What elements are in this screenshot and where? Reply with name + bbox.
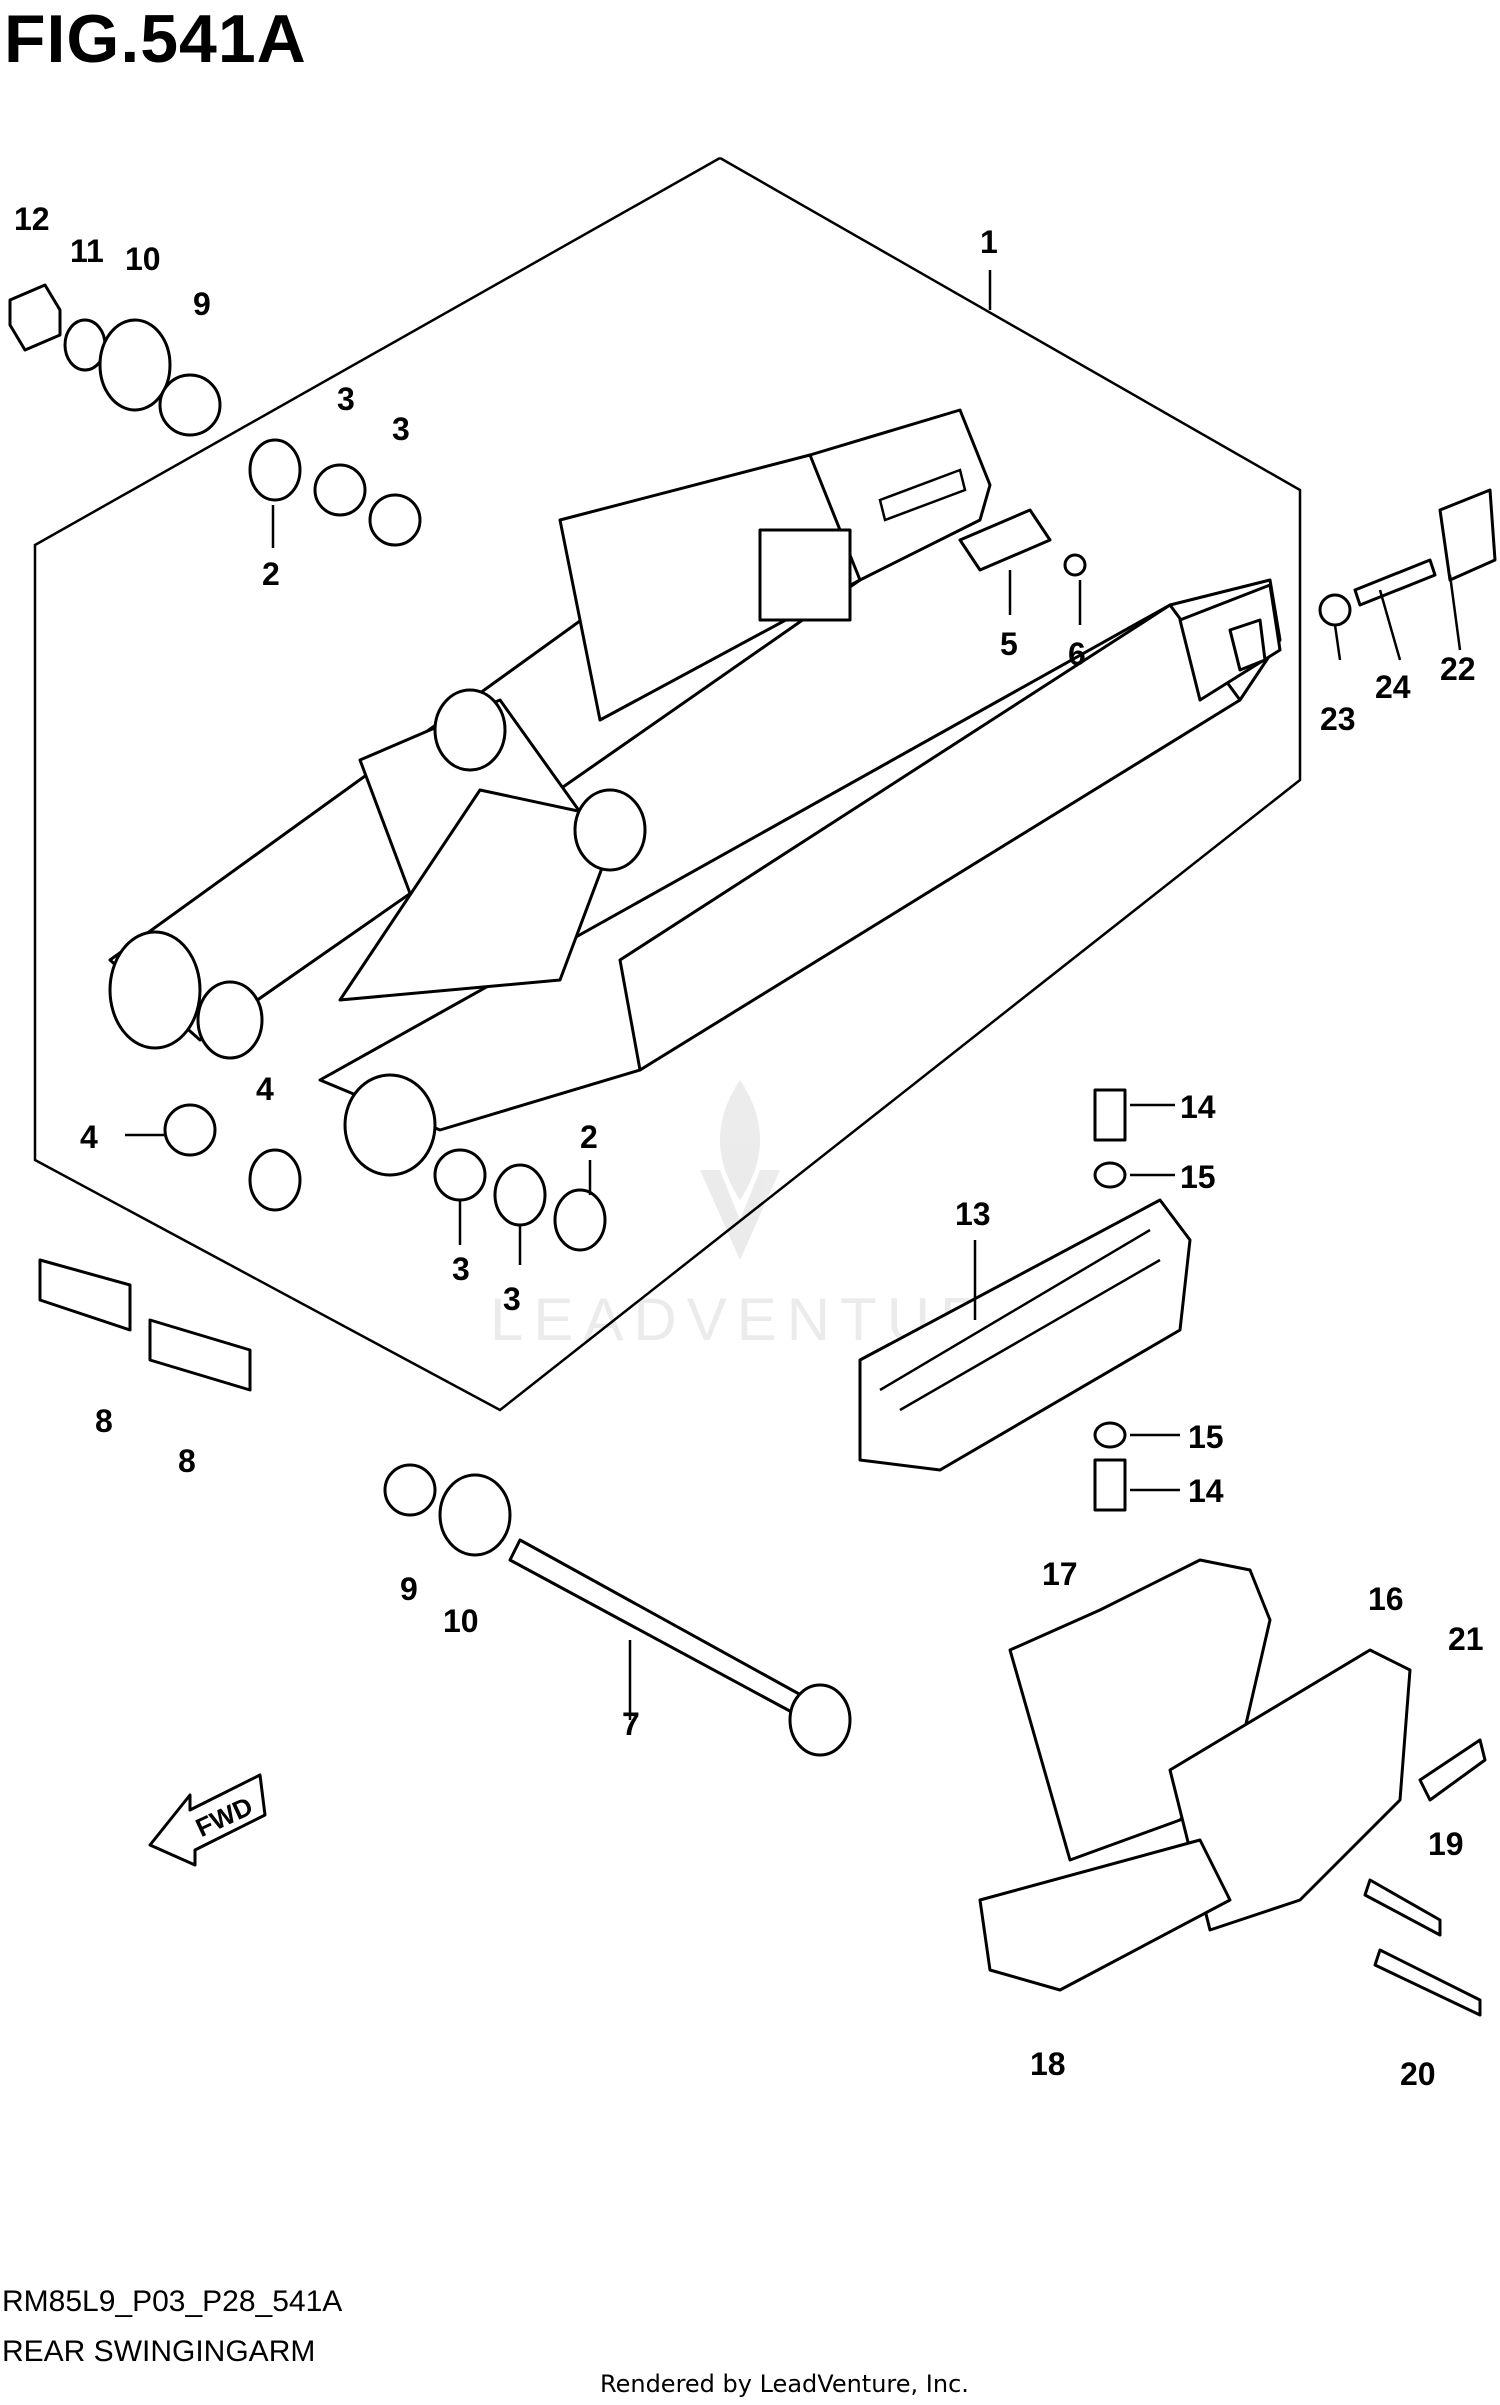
chain-guide-assembly xyxy=(978,1558,1487,2017)
callout-18: 18 xyxy=(1030,2046,1066,2082)
callout-7: 7 xyxy=(622,1706,640,1742)
callout-12: 12 xyxy=(14,201,50,237)
callout-20: 20 xyxy=(1400,2056,1436,2092)
callout-10b: 10 xyxy=(443,1603,479,1639)
callout-8b: 8 xyxy=(178,1443,196,1479)
chain-slider xyxy=(858,1198,1192,1472)
swingarm-body xyxy=(108,408,1282,1177)
leader-lines xyxy=(125,270,1462,1720)
callout-4a: 4 xyxy=(80,1119,98,1155)
callout-17: 17 xyxy=(1042,1556,1078,1592)
diagram-caption: REAR SWINGINGARM xyxy=(2,2335,316,2368)
fwd-arrow: FWD xyxy=(148,1773,267,1867)
callout-13: 13 xyxy=(955,1196,991,1232)
callout-3d: 3 xyxy=(503,1281,521,1317)
pivot-small-parts xyxy=(8,283,422,547)
callout-9b: 9 xyxy=(400,1571,418,1607)
callout-9: 9 xyxy=(193,286,211,322)
rendered-by-note: Rendered by LeadVenture, Inc. xyxy=(600,2370,969,2398)
callout-24: 24 xyxy=(1375,669,1411,705)
callout-15b: 15 xyxy=(1188,1419,1224,1455)
diagram-code: RM85L9_P03_P28_541A xyxy=(2,2285,343,2318)
slider-fasteners xyxy=(1093,1088,1127,1512)
callout-6: 6 xyxy=(1068,636,1086,672)
assembly-boundary xyxy=(33,156,1302,1412)
callout-5: 5 xyxy=(1000,626,1018,662)
callout-16: 16 xyxy=(1368,1581,1404,1617)
callout-2b: 2 xyxy=(580,1119,598,1155)
callout-10: 10 xyxy=(125,241,161,277)
callout-15a: 15 xyxy=(1180,1159,1216,1195)
callout-4b: 4 xyxy=(256,1071,274,1107)
callout-3b: 3 xyxy=(392,411,410,447)
callout-14b: 14 xyxy=(1188,1473,1224,1509)
callout-21: 21 xyxy=(1448,1621,1484,1657)
callout-1: 1 xyxy=(980,224,998,260)
pivot-bolt xyxy=(383,1463,852,1757)
callout-11: 11 xyxy=(70,233,104,269)
callout-23: 23 xyxy=(1320,701,1356,737)
callout-19: 19 xyxy=(1428,1826,1464,1862)
callout-3c: 3 xyxy=(452,1251,470,1287)
callout-8a: 8 xyxy=(95,1403,113,1439)
callout-2a: 2 xyxy=(262,556,280,592)
callout-14a: 14 xyxy=(1180,1089,1216,1125)
callout-labels: 12 11 10 9 3 3 2 1 5 6 22 24 23 4 4 2 3 … xyxy=(14,201,1484,2092)
collars xyxy=(38,1103,607,1392)
callout-3a: 3 xyxy=(337,381,355,417)
callout-22: 22 xyxy=(1440,651,1476,687)
figure-title: FIG.541A xyxy=(4,1,307,77)
